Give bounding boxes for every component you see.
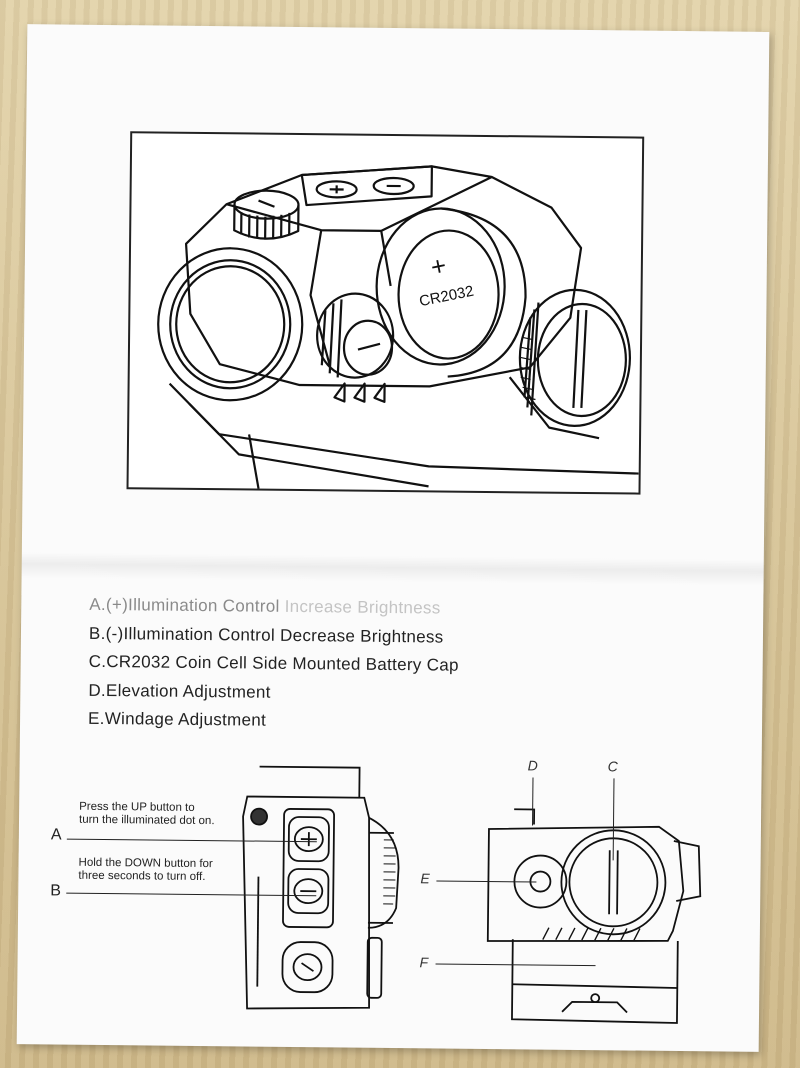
- side-view-drawing: [486, 808, 702, 1024]
- legend-item-a: A.(+)Illumination Control Increase Brigh…: [89, 591, 549, 624]
- red-dot-sight-drawing: + CR2032: [157, 165, 639, 489]
- callout-a-text: Press the UP button to turn the illumina…: [79, 801, 215, 828]
- callout-a-line2: turn the illuminated dot on.: [78, 813, 215, 828]
- callout-b-line2: three seconds to turn off.: [78, 869, 206, 884]
- top-view-drawing: [242, 765, 400, 1010]
- manual-sheet: + CR2032 A.(+)Illumination Control Incre…: [16, 24, 770, 1052]
- legend-item-a-tail: Increase Brightness: [284, 596, 441, 618]
- legend-item-c: C.CR2032 Coin Cell Side Mounted Battery …: [89, 648, 549, 681]
- label-b: B: [50, 882, 62, 900]
- legend-item-a-head: A.(+)Illumination Control: [89, 594, 285, 616]
- label-c: C: [607, 758, 618, 775]
- paper-fold-crease: [21, 552, 764, 586]
- legend-item-b-text: B.(-)Illumination Control Decrease Brigh…: [88, 623, 444, 647]
- callout-b-text: Hold the DOWN button for three seconds t…: [78, 857, 212, 884]
- label-e: E: [420, 870, 430, 887]
- bottom-diagrams: Press the UP button to turn the illumina…: [17, 714, 762, 1042]
- legend-item-d-text: D.Elevation Adjustment: [88, 680, 271, 702]
- sight-illustration-box: + CR2032: [126, 131, 645, 495]
- battery-model-label: CR2032: [418, 283, 475, 311]
- label-d: D: [527, 757, 538, 774]
- label-a: A: [50, 826, 62, 844]
- legend-item-c-text: C.CR2032 Coin Cell Side Mounted Battery …: [88, 651, 459, 675]
- battery-plus-label: +: [428, 250, 449, 282]
- label-f: F: [419, 954, 429, 971]
